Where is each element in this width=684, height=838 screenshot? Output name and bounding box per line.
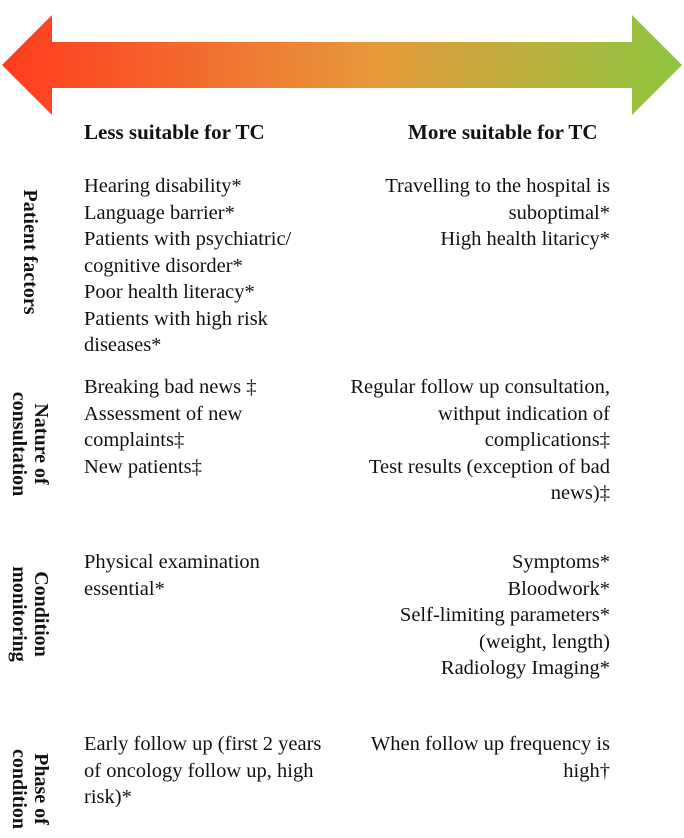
list-item: Language barrier*	[84, 201, 235, 224]
patient-factors-more-list: Travelling to the hospital is suboptimal…	[345, 173, 610, 253]
suitability-gradient-arrow	[2, 15, 682, 115]
nature-of-consultation-less-list: Breaking bad news ‡ Assessment of new co…	[84, 374, 324, 480]
list-item: Self-limiting parameters* (weight, lengt…	[399, 604, 610, 653]
list-item: Regular follow up consultation, withput …	[350, 376, 610, 451]
list-item: Test results (exception of bad news)‡	[368, 455, 610, 505]
list-item: Patients with high risk diseases*	[84, 307, 268, 357]
list-item: Hearing disability*	[84, 175, 242, 197]
row-label-phase-of-condition: Phase of condition	[8, 748, 52, 830]
more-suitable-title: More suitable for TC	[408, 120, 598, 144]
condition-monitoring-more-list: Symptoms* Bloodwork* Self-limiting param…	[345, 549, 610, 682]
phase-of-condition-less-list: Early follow up (first 2 years of oncolo…	[84, 731, 324, 811]
arrow-shape	[2, 15, 682, 115]
row-label-patient-factors: Patient factors	[19, 189, 41, 315]
phase-of-condition-more-list: When follow up frequency is high†	[345, 731, 610, 784]
nature-of-consultation-more-list: Regular follow up consultation, withput …	[345, 374, 610, 507]
list-item: Early follow up (first 2 years of oncolo…	[84, 733, 322, 808]
list-item: Patients with psychiatric/ cognitive dis…	[84, 228, 292, 277]
row-label-nature-of-consultation: Nature of consultation	[8, 391, 52, 497]
condition-monitoring-less-list: Physical examination essential*	[84, 549, 324, 602]
patient-factors-less-list: Hearing disability* Language barrier* Pa…	[84, 173, 324, 359]
less-suitable-title: Less suitable for TC	[84, 120, 265, 144]
list-item: Assessment of new complaints‡	[84, 402, 243, 452]
row-label-condition-monitoring: Condition monitoring	[8, 566, 52, 662]
list-item: High health litaricy*	[440, 228, 610, 250]
list-item: Physical examination essential*	[84, 551, 260, 600]
list-item: Radiology Imaging*	[440, 657, 610, 679]
list-item: Travelling to the hospital is suboptimal…	[385, 175, 610, 224]
list-item: Poor health literacy*	[84, 281, 255, 303]
list-item: New patients‡	[84, 455, 202, 478]
list-item: When follow up frequency is high†	[370, 733, 610, 782]
list-item: Breaking bad news ‡	[84, 376, 257, 398]
list-item: Bloodwork*	[507, 577, 611, 600]
list-item: Symptoms*	[512, 551, 610, 573]
